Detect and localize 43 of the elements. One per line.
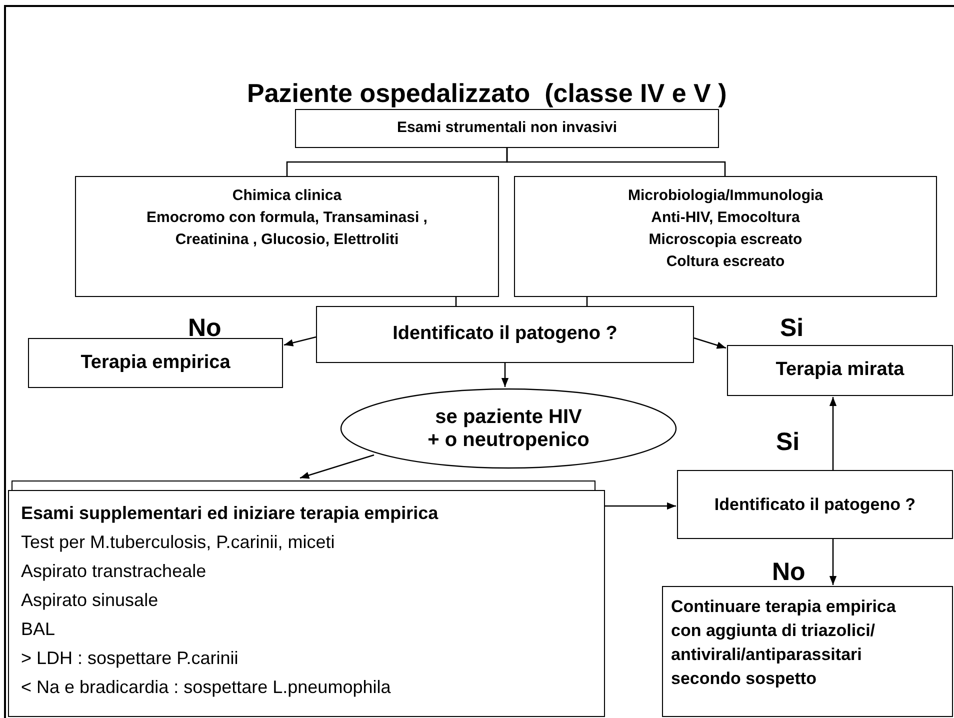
box-text: Esami strumentali non invasivi bbox=[396, 118, 618, 138]
edge-label: No bbox=[188, 313, 222, 344]
process-box bbox=[316, 306, 694, 363]
list-item: Test per M.tuberculosis, P.carinii, miceti bbox=[21, 531, 335, 554]
edge-label: No bbox=[772, 557, 806, 588]
box-text: Terapia empirica bbox=[80, 350, 230, 375]
box-text: Continuare terapia empirica con aggiunta di triazolici/ antivirali/antiparassitari secondo sospetto bbox=[671, 596, 897, 690]
list-item: Aspirato sinusale bbox=[21, 589, 158, 612]
process-box bbox=[677, 470, 953, 539]
box-text: se paziente HIV + o neutropenico bbox=[426, 406, 590, 452]
box-text: Identificato il patogeno ? bbox=[714, 494, 916, 516]
edge-label: Si bbox=[776, 427, 800, 458]
box-heading: Esami supplementari ed iniziare terapia empirica bbox=[21, 502, 438, 525]
process-box bbox=[8, 490, 605, 717]
box-text: Coltura escreato bbox=[666, 252, 785, 272]
arrow bbox=[829, 539, 837, 585]
arrow bbox=[605, 502, 676, 510]
connector-line bbox=[506, 148, 726, 176]
list-item: BAL bbox=[21, 618, 56, 641]
arrow bbox=[829, 397, 837, 470]
box-text: Emocromo con formula, Transaminasi , Creatinina , Glucosio, Elettroliti bbox=[146, 208, 428, 250]
box-text: Anti-HIV, Emocoltura bbox=[651, 208, 800, 228]
list-item: > LDH : sospettare P.carinii bbox=[21, 647, 238, 670]
box-text: Microbiologia/Immunologia bbox=[628, 186, 823, 206]
process-box bbox=[727, 345, 953, 396]
box-text: Chimica clinica bbox=[232, 186, 342, 206]
box-text: Terapia mirata bbox=[776, 358, 904, 382]
edge-label: Si bbox=[780, 313, 804, 344]
box-text: Microscopia escreato bbox=[648, 230, 802, 250]
title: Paziente ospedalizzato (classe IV e V ) bbox=[247, 77, 727, 110]
process-box bbox=[514, 176, 937, 297]
list-item: Aspirato transtracheale bbox=[21, 560, 206, 583]
process-box bbox=[75, 176, 499, 297]
process-box bbox=[295, 109, 719, 148]
box-text: Identificato il patogeno ? bbox=[392, 322, 618, 346]
arrow bbox=[284, 336, 316, 346]
condition-ellipse bbox=[340, 388, 677, 469]
arrow bbox=[300, 454, 374, 479]
process-box bbox=[28, 338, 283, 388]
arrow bbox=[694, 337, 726, 349]
arrow bbox=[501, 363, 509, 387]
process-box bbox=[662, 586, 953, 717]
list-item: < Na e bradicardia : sospettare L.pneumophila bbox=[21, 676, 391, 699]
